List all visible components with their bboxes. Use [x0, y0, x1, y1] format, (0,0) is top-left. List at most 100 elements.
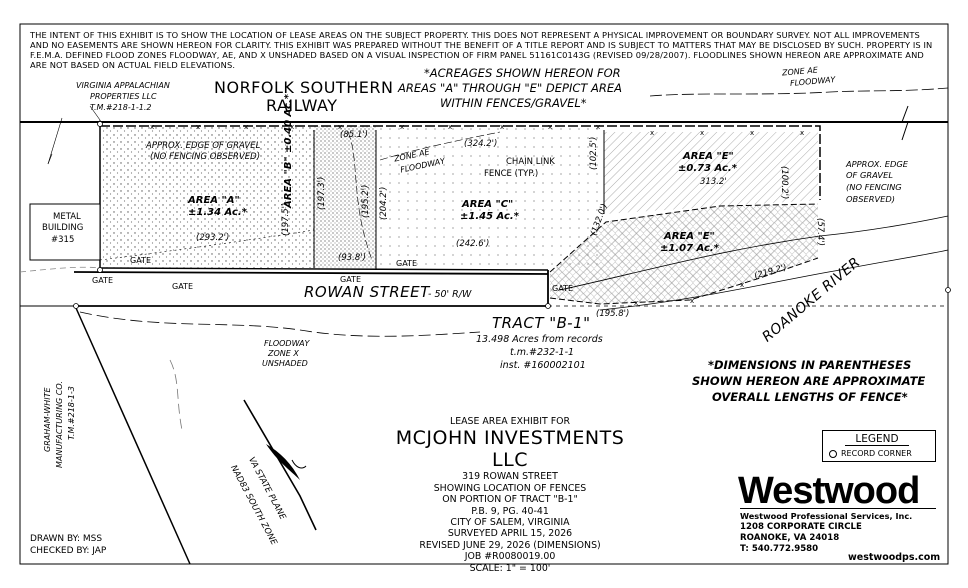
- address-line-2: ROANOKE, VA 24018: [740, 533, 840, 543]
- area-c-acreage: ±1.45 Ac.*: [460, 211, 519, 222]
- area-e2-fill: [550, 204, 818, 304]
- approx-edge-right-4: OBSERVED): [846, 194, 896, 204]
- railway-label: RAILWAY: [266, 96, 338, 115]
- tb-line-6: SURVEYED APRIL 15, 2026: [447, 528, 573, 540]
- checked-by: CHECKED BY: JAP: [30, 546, 107, 556]
- gate-label-2: GATE: [396, 259, 417, 268]
- tract-info-2: t.m.#232-1-1: [510, 347, 575, 358]
- lease-area-label: LEASE AREA EXHIBIT FOR: [449, 416, 570, 427]
- legend-record-corner: RECORD CORNER: [829, 449, 912, 458]
- area-e2-acreage: ±1.07 Ac.*: [660, 243, 719, 254]
- tb-line-5: CITY OF SALEM, VIRGINIA: [450, 517, 570, 529]
- svg-text:x: x: [548, 123, 552, 131]
- address-line-1: 1208 CORPORATE CIRCLE: [740, 522, 862, 532]
- dim-324-2: (324.2'): [464, 139, 498, 149]
- company-name: MCJOHN INVESTMENTS LLC: [395, 427, 625, 472]
- area-c-name: AREA "C": [462, 199, 514, 210]
- floodway-zone-x-2: ZONE X: [268, 349, 299, 358]
- tract-info-1: 13.498 Acres from records: [476, 334, 603, 345]
- area-b-fill: [314, 126, 376, 268]
- dim-197-5: (197.5'): [281, 202, 291, 236]
- area-e1-acreage: ±0.73 Ac.*: [678, 163, 737, 174]
- gate-label-5: GATE: [340, 275, 361, 284]
- area-a-fill: [100, 126, 314, 268]
- chain-link-2: FENCE (TYP.): [484, 169, 539, 179]
- title-block: LEASE AREA EXHIBIT FOR MCJOHN INVESTMENT…: [380, 416, 640, 574]
- acreage-note-1: *ACREAGES SHOWN HEREON FOR: [424, 66, 621, 80]
- floodway-zone-x-3: UNSHADED: [262, 359, 308, 368]
- record-corner-label: RECORD CORNER: [841, 449, 912, 458]
- area-c-fill: [376, 126, 604, 270]
- svg-text:x: x: [634, 299, 638, 307]
- floodway-zone-x-1: FLOODWAY: [264, 339, 310, 348]
- rowan-street-label: ROWAN STREET: [304, 283, 430, 301]
- legend-title: LEGEND: [845, 433, 909, 446]
- approx-edge-left-1: APPROX. EDGE OF GRAVEL: [146, 141, 261, 151]
- dim-195-2: (195.2'): [361, 184, 371, 218]
- svg-text:x: x: [196, 123, 200, 131]
- dim-93-8: (93.8'): [338, 253, 366, 263]
- firm-website: westwoodps.com: [848, 552, 941, 563]
- area-e1-fill: [604, 132, 818, 214]
- area-b-label: AREA "B" ±0.40 Ac.*: [283, 94, 294, 208]
- approx-edge-right-1: APPROX. EDGE: [846, 159, 909, 169]
- legend-box: LEGEND RECORD CORNER: [822, 430, 936, 462]
- westwood-logo: Westwood: [738, 470, 920, 512]
- dim-293-2: (293.2'): [196, 233, 230, 243]
- graham-white-2: MANUFACTURING CO.: [55, 381, 64, 468]
- gate-label-4: GATE: [172, 282, 193, 291]
- svg-text:x: x: [740, 281, 744, 289]
- area-a-name: AREA "A": [188, 195, 240, 206]
- svg-text:x: x: [650, 129, 654, 137]
- graham-white-1: GRAHAM-WHITE: [43, 387, 52, 452]
- dim-102-5: (102.5'): [589, 136, 599, 170]
- tb-line-2: SHOWING LOCATION OF FENCES: [433, 482, 587, 494]
- dim-197-3: (197.3'): [317, 176, 327, 210]
- row-width-label: - 50' R/W: [428, 289, 472, 300]
- tract-label: TRACT "B-1": [492, 314, 591, 332]
- dim-204-2: (204.2'): [379, 186, 389, 220]
- virginia-app-3: T.M.#218-1-1.2: [90, 103, 152, 112]
- tb-line-8: JOB #R0080019.00: [464, 551, 556, 563]
- svg-text:x: x: [700, 129, 704, 137]
- svg-text:x: x: [338, 123, 342, 131]
- tb-line-9: SCALE: 1" = 100': [469, 562, 551, 574]
- tb-line-3: ON PORTION OF TRACT "B-1": [442, 494, 578, 506]
- gate-label-1: GATE: [130, 256, 151, 265]
- approx-edge-right-3: (NO FENCING: [846, 182, 902, 192]
- svg-text:x: x: [150, 123, 154, 131]
- metal-building-2: BUILDING: [42, 223, 84, 233]
- dim-100-2: (100.2'): [779, 166, 789, 200]
- dim-57-4: (57.4'): [815, 218, 825, 246]
- approx-edge-left-2: (NO FENCING OBSERVED): [150, 152, 261, 162]
- dims-note-2: SHOWN HEREON ARE APPROXIMATE: [692, 374, 926, 388]
- gate-label-6: GATE: [552, 284, 573, 293]
- exhibit-notes: THE INTENT OF THIS EXHIBIT IS TO SHOW TH…: [30, 30, 933, 70]
- dims-note-3: OVERALL LENGTHS OF FENCE*: [712, 390, 908, 404]
- firm-subtitle: Westwood Professional Services, Inc.: [740, 508, 936, 521]
- drawn-by: DRAWN BY: MSS: [30, 534, 103, 544]
- tb-line-1: 319 ROWAN STREET: [462, 471, 558, 483]
- area-e1-name: AREA "E": [683, 151, 734, 162]
- tract-info-3: inst. #160002101: [500, 360, 586, 371]
- approx-edge-right-2: OF GRAVEL: [846, 170, 893, 180]
- dims-note-1: *DIMENSIONS IN PARENTHESES: [708, 358, 912, 372]
- acreage-note-2: AREAS "A" THROUGH "E" DEPICT AREA: [398, 81, 623, 95]
- metal-building-3: #315: [51, 235, 75, 245]
- graham-white-3: T.M.#218-1-3: [67, 386, 76, 440]
- tb-line-4: P.B. 9, PG. 40-41: [471, 505, 549, 517]
- virginia-app-1: VIRGINIA APPALACHIAN: [76, 81, 170, 90]
- metal-building-1: METAL: [53, 212, 81, 222]
- gate-label-3: GATE: [92, 276, 113, 285]
- svg-text:x: x: [596, 123, 600, 131]
- address-phone: T: 540.772.9580: [740, 544, 819, 554]
- firm-address: 1208 CORPORATE CIRCLE ROANOKE, VA 24018 …: [740, 522, 862, 555]
- svg-text:x: x: [690, 297, 694, 305]
- area-e2-name: AREA "E": [664, 231, 715, 242]
- svg-text:x: x: [750, 129, 754, 137]
- dim-313-2: 313.2': [700, 177, 727, 187]
- svg-text:x: x: [448, 123, 452, 131]
- sheet-border: [19, 23, 949, 565]
